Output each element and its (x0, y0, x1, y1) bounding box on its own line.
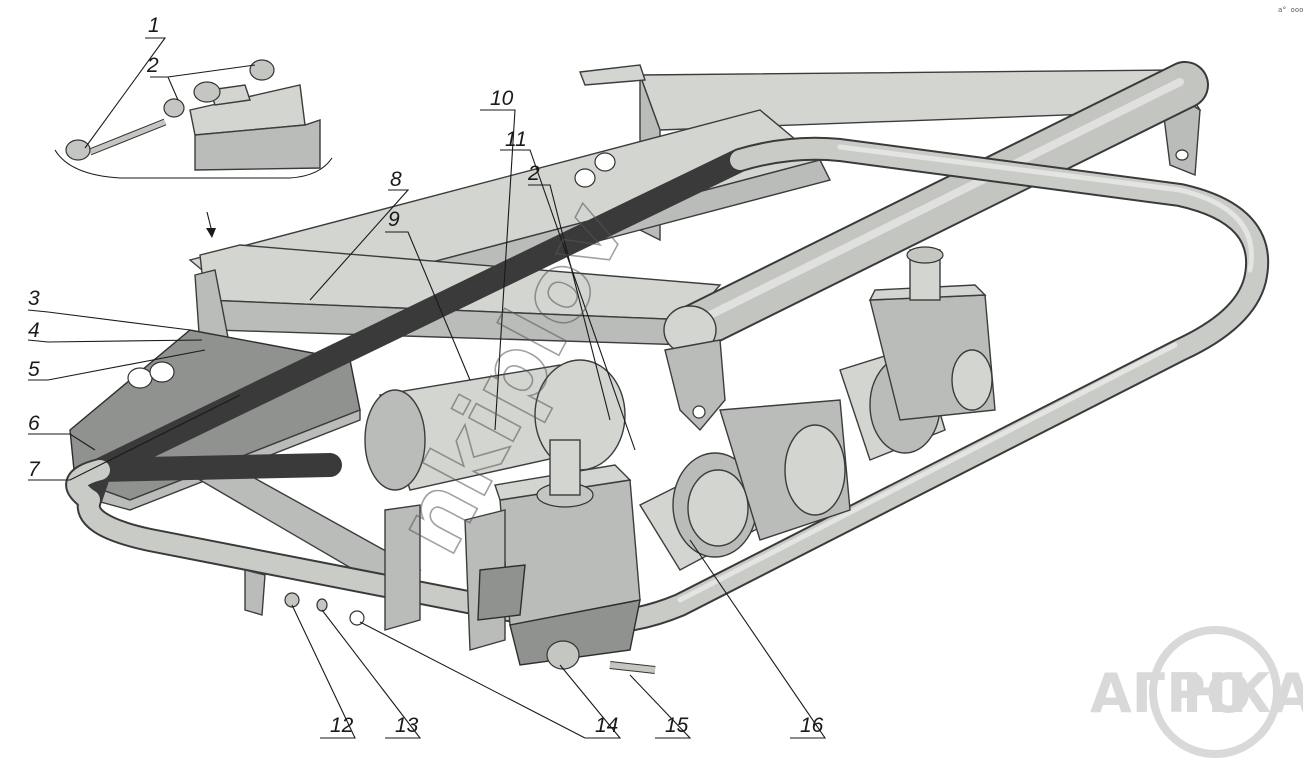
mount-tab (244, 569, 266, 616)
detail-beam (194, 119, 321, 171)
gearbox-front-plug (546, 640, 580, 670)
leader-2b (528, 184, 611, 421)
bolt-15-core (609, 662, 656, 673)
boom-bracket (664, 339, 726, 432)
leader-10 (480, 109, 516, 431)
rear-tab (579, 64, 646, 86)
guard-rail (65, 136, 1270, 635)
leader-lines (27, 37, 827, 739)
leader-13 (321, 609, 422, 739)
leader-16 (689, 539, 827, 739)
shaft-flange-inner (687, 469, 749, 547)
mount-plates (244, 504, 656, 674)
detail-inset (54, 59, 333, 238)
callout-7: 7 (28, 458, 41, 481)
corner-mark: a° ooo (1278, 6, 1303, 14)
mount-plate-3 (477, 564, 526, 621)
leader-14 (359, 621, 622, 739)
callout-4: 4 (28, 319, 40, 342)
gearbox-front-base (509, 599, 641, 666)
logo-text-left: АГРО (1090, 662, 1252, 725)
rail-highlight (677, 144, 1254, 603)
gearbox-middle-cover (784, 424, 846, 516)
detail-bushing (193, 81, 221, 103)
leader-9 (385, 231, 471, 381)
logo-ring (1149, 626, 1281, 758)
hitch-eye-4 (594, 152, 616, 172)
callout-2b: 2 (527, 162, 540, 185)
mount-plate-1 (384, 504, 421, 631)
washer-13 (316, 598, 328, 612)
hitch-eye-2 (149, 361, 175, 383)
leader-7 (28, 394, 241, 481)
callout-8: 8 (390, 168, 402, 191)
callout-9: 9 (388, 208, 400, 231)
boom-highlight (696, 78, 1184, 324)
boom-bracket-hole (692, 405, 706, 419)
boom-fill (668, 63, 1207, 352)
gearbox-rear-cap (906, 246, 944, 264)
nut-12 (284, 592, 300, 608)
gearbox-rear (868, 246, 996, 421)
callout-11: 11 (505, 128, 527, 151)
gearbox-front (494, 439, 641, 670)
callout-3: 3 (28, 287, 40, 310)
leader-11 (500, 149, 636, 451)
gearbox-front-shaft (549, 439, 581, 496)
detail-nut-2 (249, 59, 275, 81)
rear-ear-hole (1175, 149, 1189, 161)
leader-4 (27, 339, 203, 343)
callout-labels: 1 2 2 3 4 5 6 7 8 9 10 11 12 13 14 15 16 (28, 14, 824, 737)
leader-1 (84, 37, 167, 149)
callout-12: 12 (330, 714, 354, 737)
callout-5: 5 (28, 358, 40, 381)
detail-bolt-core (89, 119, 166, 155)
leader-6 (28, 433, 96, 451)
leader-5 (28, 349, 206, 381)
rail-fill (67, 138, 1268, 633)
callout-16: 16 (800, 714, 824, 737)
callout-13: 13 (395, 714, 419, 737)
callout-10: 10 (490, 87, 514, 110)
gearbox-middle (719, 399, 851, 541)
callout-2a: 2 (146, 54, 159, 77)
gearbox-rear-cover (951, 349, 993, 411)
detail-bolt-head (65, 139, 91, 161)
hitch-eye-1 (127, 367, 153, 389)
detail-nut-1 (163, 98, 185, 118)
eye-14 (349, 610, 365, 626)
detail-bracket (54, 149, 333, 179)
boom-tube (663, 61, 1209, 432)
callout-1: 1 (148, 14, 160, 37)
logo-text-right: НКА (1182, 662, 1303, 725)
callout-6: 6 (28, 412, 40, 435)
leader-3 (27, 309, 191, 331)
detail-arrow-head (206, 228, 216, 238)
leader-2a (150, 64, 256, 101)
cylinder-cap (364, 389, 426, 491)
leader-12 (291, 604, 356, 739)
agronka-logo: АГРО НКА (1090, 626, 1303, 758)
callout-15: 15 (665, 714, 689, 737)
leader-15 (629, 674, 692, 739)
hitch-eye-3 (574, 168, 596, 188)
callout-14: 14 (595, 714, 618, 737)
leader-8 (309, 189, 410, 301)
